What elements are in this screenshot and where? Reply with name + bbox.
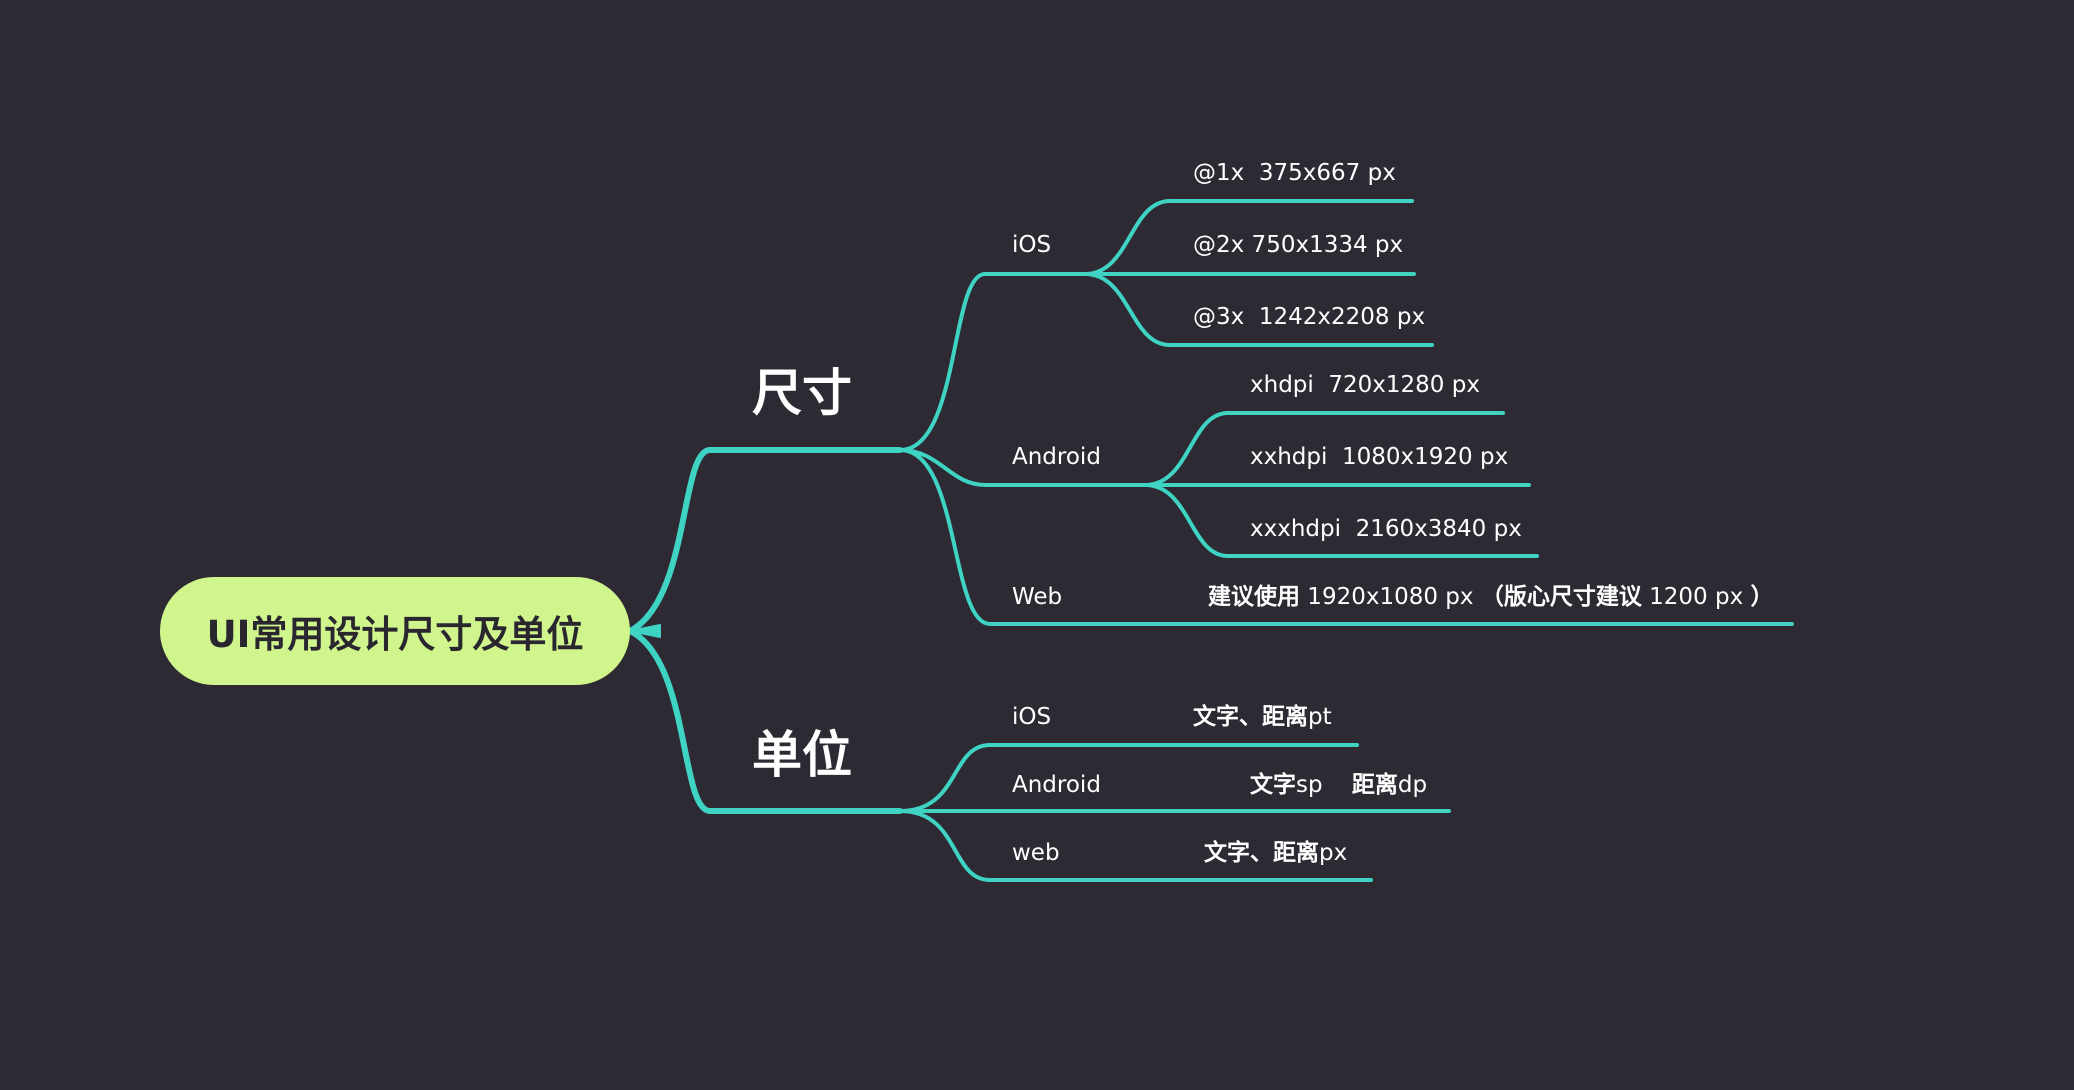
- unit-web-text: 文字、距离: [1204, 840, 1319, 866]
- node-unit-web[interactable]: web: [1012, 840, 1060, 866]
- unit-android-distance-unit: dp: [1397, 772, 1428, 798]
- unit-android-distance-label: 距离: [1351, 772, 1398, 798]
- unit-ios-unit: pt: [1308, 704, 1332, 730]
- branch-unit[interactable]: 单位: [752, 726, 852, 784]
- node-size-android[interactable]: Android: [1012, 444, 1101, 470]
- connector-ios-3x: [1083, 272, 1434, 347]
- unit-android-gap: [1323, 772, 1352, 798]
- leaf-ios-1x[interactable]: @1x 375x667 px: [1193, 160, 1396, 186]
- connector-root-unit: [627, 628, 903, 814]
- connector-size-web: [898, 448, 1794, 626]
- leaf-android-xxxhdpi[interactable]: xxxhdpi 2160x3840 px: [1250, 516, 1522, 542]
- web-content-label: 版心尺寸建议: [1503, 584, 1642, 610]
- leaf-unit-android[interactable]: 文字sp 距离dp: [1250, 774, 1427, 797]
- connector-root-size: [627, 447, 903, 634]
- connector-unit-web: [898, 809, 1373, 882]
- web-rec-value: 1920x1080 px: [1300, 584, 1481, 610]
- leaf-ios-2x[interactable]: @2x 750x1334 px: [1193, 232, 1404, 258]
- leaf-web-size[interactable]: 建议使用 1920x1080 px （版心尺寸建议 1200 px ）: [1208, 586, 1774, 609]
- unit-android-text-unit: sp: [1296, 772, 1323, 798]
- branch-size[interactable]: 尺寸: [752, 364, 852, 422]
- web-content-value: 1200 px: [1641, 584, 1751, 610]
- node-size-ios[interactable]: iOS: [1012, 232, 1052, 258]
- unit-android-text-label: 文字: [1250, 772, 1296, 798]
- web-rec-label: 建议使用: [1208, 584, 1300, 610]
- leaf-android-xxhdpi[interactable]: xxhdpi 1080x1920 px: [1250, 444, 1509, 470]
- leaf-android-xhdpi[interactable]: xhdpi 720x1280 px: [1250, 372, 1480, 398]
- root-label: UI常用设计尺寸及单位: [206, 613, 584, 656]
- node-unit-ios[interactable]: iOS: [1012, 704, 1052, 730]
- leaf-unit-web[interactable]: 文字、距离px: [1204, 842, 1347, 865]
- root-node[interactable]: UI常用设计尺寸及单位: [160, 577, 630, 685]
- web-paren-close: ）: [1750, 584, 1774, 610]
- unit-web-unit: px: [1319, 840, 1348, 866]
- connector-root-taper: [629, 624, 661, 638]
- connector-android-xxxhdpi: [1143, 483, 1539, 558]
- unit-ios-text: 文字、距离: [1193, 704, 1308, 730]
- connector-unit-ios: [898, 743, 1359, 813]
- node-unit-android[interactable]: Android: [1012, 772, 1101, 798]
- connector-android-xhdpi: [1143, 411, 1505, 487]
- node-size-web[interactable]: Web: [1012, 584, 1063, 610]
- leaf-unit-ios[interactable]: 文字、距离pt: [1193, 706, 1332, 729]
- connector-ios-1x: [1083, 199, 1414, 276]
- connector-size-ios: [898, 272, 1087, 452]
- web-paren-open: （: [1480, 584, 1504, 610]
- leaf-ios-3x[interactable]: @3x 1242x2208 px: [1193, 304, 1426, 330]
